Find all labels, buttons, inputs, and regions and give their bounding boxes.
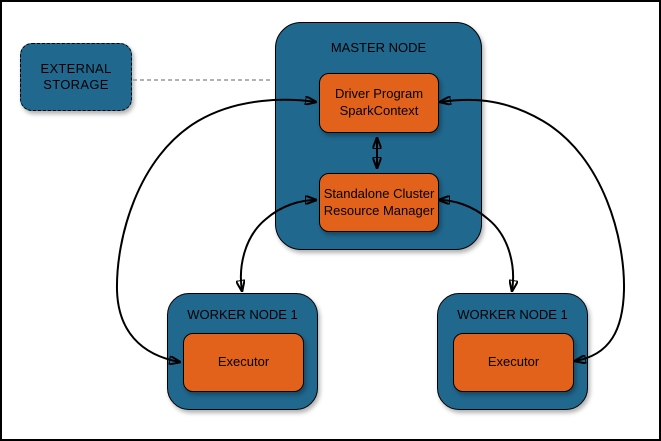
executor-left-box: Executor <box>183 333 304 392</box>
master-node: MASTER NODE Driver Program SparkContext … <box>275 22 482 250</box>
resource-manager-label-line1: Standalone Cluster <box>323 185 435 201</box>
master-node-title: MASTER NODE <box>330 40 427 55</box>
sparkcontext-label: SparkContext <box>339 103 419 118</box>
worker-node-right: WORKER NODE 1 Executor <box>437 293 588 410</box>
driver-program-label: Driver Program <box>334 86 424 102</box>
resource-manager-box: Standalone Cluster Resource Manager <box>319 173 439 232</box>
external-storage-label-line2: STORAGE <box>43 77 109 92</box>
executor-left-label: Executor <box>217 354 270 370</box>
worker-node-right-title: WORKER NODE 1 <box>457 307 568 322</box>
executor-right-label: Executor <box>487 354 540 370</box>
executor-right-box: Executor <box>453 333 574 392</box>
external-storage-node: EXTERNAL STORAGE <box>20 43 132 111</box>
external-storage-label-line1: EXTERNAL <box>40 60 112 76</box>
worker-node-left-title: WORKER NODE 1 <box>187 307 298 322</box>
worker-node-left: WORKER NODE 1 Executor <box>167 293 318 410</box>
resource-manager-label-line2: Resource Manager <box>323 202 435 218</box>
driver-program-box: Driver Program SparkContext <box>319 73 439 133</box>
